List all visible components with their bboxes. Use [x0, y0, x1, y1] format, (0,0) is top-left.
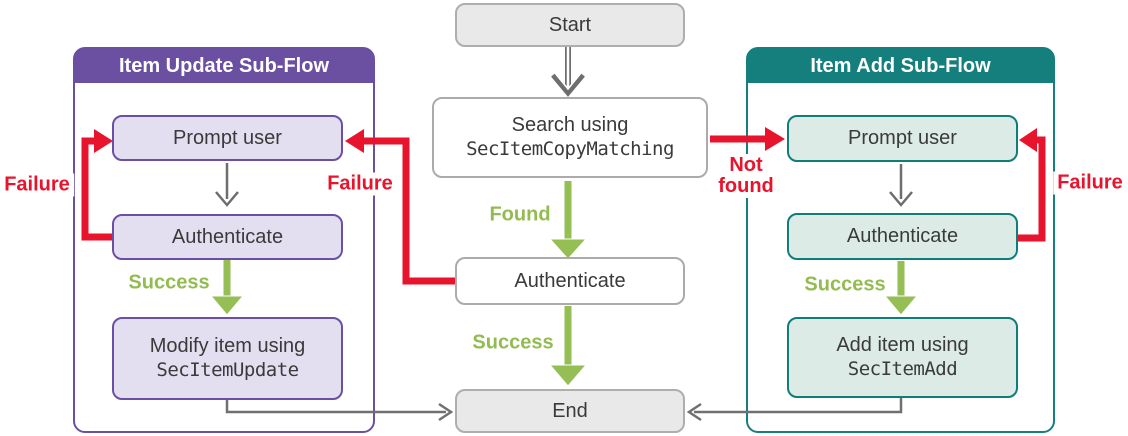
center-success-arrow [548, 306, 588, 387]
node-authenticate-center-label: Authenticate [514, 269, 626, 292]
node-update-authenticate-label: Authenticate [171, 225, 284, 248]
node-search-line1: Search using [511, 114, 629, 137]
node-add-authenticate-label: Authenticate [846, 225, 959, 247]
found-arrow [548, 181, 588, 260]
add-success-label: Success [804, 273, 886, 296]
not-found-label: Not found [714, 154, 778, 198]
not-found-label-line2: found [718, 175, 774, 197]
update-failure-label: Failure [0, 173, 74, 197]
start-to-search-arrow [551, 46, 585, 97]
node-authenticate-center: Authenticate [455, 257, 685, 305]
found-label: Found [489, 203, 551, 226]
node-update-prompt-user: Prompt user [112, 115, 343, 161]
node-modify-item-line1: Modify item using [149, 335, 306, 358]
node-add-authenticate: Authenticate [787, 213, 1018, 260]
node-add-item-line1: Add item using [836, 334, 969, 357]
node-end: End [455, 389, 685, 433]
node-update-authenticate: Authenticate [112, 214, 343, 260]
node-search: Search using SecItemCopyMatching [432, 97, 708, 178]
node-add-item: Add item using SecItemAdd [787, 317, 1018, 398]
node-modify-item: Modify item using SecItemUpdate [112, 317, 343, 400]
center-failure-label: Failure [323, 172, 397, 196]
node-update-prompt-user-label: Prompt user [173, 126, 282, 149]
node-start-label: Start [548, 13, 592, 36]
center-success-label: Success [472, 331, 554, 354]
node-add-prompt-user-label: Prompt user [848, 127, 957, 149]
node-add-prompt-user: Prompt user [787, 115, 1018, 162]
node-search-line2: SecItemCopyMatching [466, 138, 674, 161]
add-failure-label: Failure [1053, 171, 1127, 195]
node-start: Start [455, 3, 685, 47]
update-success-label: Success [128, 271, 210, 294]
node-modify-item-line2: SecItemUpdate [156, 359, 299, 382]
not-found-label-line1: Not [729, 154, 763, 176]
item-update-subflow-title: Item Update Sub-Flow [75, 49, 373, 83]
node-end-label: End [552, 399, 588, 422]
item-add-subflow-title: Item Add Sub-Flow [748, 49, 1053, 83]
node-add-item-line2: SecItemAdd [847, 358, 958, 381]
